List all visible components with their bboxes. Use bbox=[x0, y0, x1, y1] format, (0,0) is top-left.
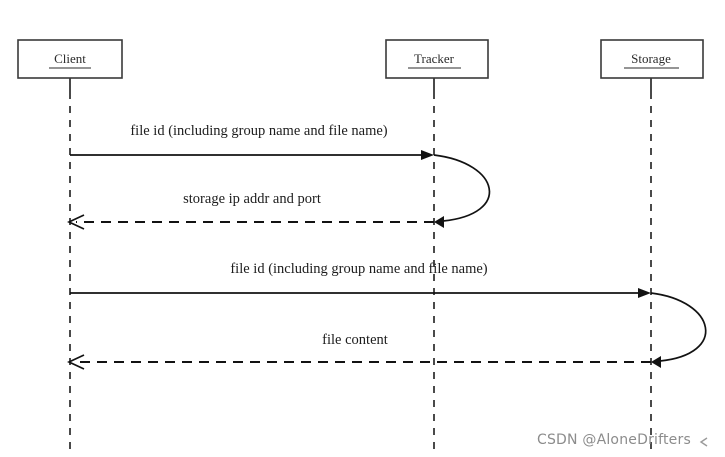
message-1-arrowhead bbox=[421, 150, 434, 160]
participant-box-tracker[interactable] bbox=[385, 39, 489, 79]
participant-label-storage: Storage bbox=[631, 51, 671, 66]
participant-label-client: Client bbox=[54, 51, 86, 66]
participant-storage[interactable]: Storage bbox=[600, 39, 704, 79]
self-loop-tracker-curve bbox=[433, 154, 491, 222]
message-2-label: storage ip addr and port bbox=[183, 191, 321, 207]
message-3-label: file id (including group name and file n… bbox=[230, 261, 487, 277]
message-3-arrowhead bbox=[638, 288, 651, 298]
lifelines-group bbox=[69, 78, 652, 452]
message-2-arrowhead-client bbox=[66, 214, 85, 230]
self-loop-storage-curve bbox=[650, 292, 707, 362]
message-4-file-content-to-client[interactable]: file content bbox=[66, 332, 661, 370]
watermark-text: CSDN @AloneDrifters bbox=[537, 432, 691, 448]
participant-label-tracker: Tracker bbox=[414, 51, 455, 66]
message-2-storage-ip-to-client[interactable]: storage ip addr and port bbox=[66, 191, 444, 230]
message-2-arrowhead-tracker bbox=[434, 216, 444, 228]
watermark-caret-icon bbox=[699, 437, 708, 447]
participant-client[interactable]: Client bbox=[17, 39, 123, 79]
message-4-arrowhead-storage bbox=[651, 356, 661, 368]
participant-box-storage[interactable] bbox=[600, 39, 704, 79]
message-1-file-id-to-tracker[interactable]: file id (including group name and file n… bbox=[70, 123, 434, 160]
message-1-label: file id (including group name and file n… bbox=[130, 123, 387, 139]
message-4-arrowhead-client bbox=[66, 354, 85, 370]
message-4-label: file content bbox=[322, 332, 388, 348]
participant-box-client[interactable] bbox=[17, 39, 123, 79]
self-loop-tracker bbox=[433, 154, 491, 222]
message-3-file-id-to-storage[interactable]: file id (including group name and file n… bbox=[70, 261, 651, 298]
participant-tracker[interactable]: Tracker bbox=[385, 39, 489, 79]
self-loop-storage bbox=[650, 292, 707, 362]
watermark: CSDN @AloneDrifters bbox=[537, 432, 708, 448]
